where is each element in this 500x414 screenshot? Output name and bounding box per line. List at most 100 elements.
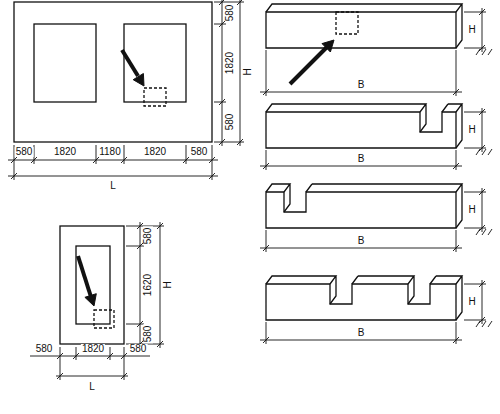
dimension-tick	[57, 373, 63, 379]
window-opening	[124, 24, 186, 102]
extension-line	[212, 145, 213, 164]
dimension-tick	[11, 157, 17, 163]
dimension-label: 1820	[81, 344, 105, 354]
dimension-tick	[183, 157, 189, 163]
extension-line	[214, 102, 226, 103]
dimension-label: L	[109, 181, 117, 191]
pointer-arrow	[78, 256, 91, 297]
dimension-label: B	[357, 328, 366, 338]
dimension-tick	[31, 157, 37, 163]
dimension-tick	[479, 189, 485, 195]
hidden-notch	[336, 12, 358, 34]
extension-line	[186, 145, 187, 164]
pointer-arrow	[290, 47, 327, 84]
dimension-tick	[453, 245, 459, 251]
dimension-label: 1620	[143, 273, 153, 297]
support-mark	[476, 321, 480, 327]
dimension-label: 580	[190, 147, 209, 157]
dimension-label: B	[357, 236, 366, 246]
dimension-label: 580	[225, 113, 235, 132]
extension-line	[34, 145, 35, 164]
extension-line	[456, 150, 457, 170]
dimension-line	[140, 222, 141, 348]
dimension-tick	[107, 353, 113, 359]
dimension-tick	[219, 99, 225, 105]
dimension-label: 580	[143, 227, 153, 246]
arrow-head	[322, 40, 334, 52]
extension-line	[126, 226, 144, 227]
dimension-label: 1820	[225, 51, 235, 75]
beam-top-face	[266, 4, 462, 48]
dimension-label: H	[467, 205, 476, 215]
extension-line	[14, 164, 15, 180]
extension-line	[226, 2, 244, 3]
dimension-label: H	[163, 280, 173, 289]
dimension-tick	[479, 145, 485, 151]
hidden-notch	[144, 88, 166, 106]
dimension-tick	[121, 157, 127, 163]
support-mark	[476, 229, 480, 235]
support-mark	[482, 49, 486, 55]
extension-line	[226, 142, 244, 143]
dimension-tick	[263, 163, 269, 169]
support-mark	[482, 229, 486, 235]
dimension-line	[482, 280, 483, 324]
dimension-label: B	[357, 154, 366, 164]
beam-front-face	[266, 192, 456, 228]
dimension-tick	[93, 157, 99, 163]
dimension-lines	[8, 0, 492, 380]
dimension-tick	[479, 225, 485, 231]
pointer-arrows	[78, 40, 334, 306]
dimension-tick	[219, 139, 225, 145]
support-mark	[488, 149, 492, 155]
dimension-label: H	[467, 125, 476, 135]
dimension-tick	[121, 353, 127, 359]
beam-top-face	[266, 276, 462, 320]
dimension-line	[260, 248, 462, 249]
extension-line	[214, 142, 226, 143]
extension-line	[110, 347, 111, 360]
beam-front-face	[266, 12, 456, 48]
extension-line	[124, 145, 125, 164]
arrow-head	[133, 74, 144, 87]
dimension-label: H	[243, 67, 253, 76]
wall-panels	[14, 2, 358, 344]
dimension-tick	[209, 173, 215, 179]
dimension-line	[260, 340, 462, 341]
beam-top-face	[266, 104, 462, 148]
extension-line	[124, 347, 125, 360]
extension-line	[126, 246, 144, 247]
dimension-line	[222, 0, 223, 146]
dimension-label: 580	[15, 147, 34, 157]
extension-line	[266, 150, 267, 170]
hidden-notch	[94, 310, 114, 328]
extension-line	[456, 50, 457, 96]
beam-blocks	[266, 4, 462, 320]
support-mark	[476, 149, 480, 155]
dimension-label: H	[467, 25, 476, 35]
dimension-tick	[479, 109, 485, 115]
dimension-tick	[453, 337, 459, 343]
extension-line	[214, 2, 226, 3]
dimension-label: 1820	[53, 147, 77, 157]
dimension-tick	[479, 317, 485, 323]
dimension-label: 580	[35, 344, 54, 354]
dimension-line	[160, 222, 161, 348]
dimension-tick	[209, 157, 215, 163]
dimension-label: B	[357, 80, 366, 90]
extension-line	[126, 324, 144, 325]
dimension-tick	[263, 337, 269, 343]
support-mark	[476, 49, 480, 55]
dimension-label: 580	[129, 344, 148, 354]
support-mark	[488, 229, 492, 235]
beam-top-face	[266, 184, 462, 228]
dimension-line	[240, 0, 241, 146]
support-mark	[488, 321, 492, 327]
extension-line	[212, 164, 213, 180]
pointer-arrow	[122, 50, 138, 76]
dimension-tick	[453, 163, 459, 169]
extension-line	[60, 347, 61, 360]
